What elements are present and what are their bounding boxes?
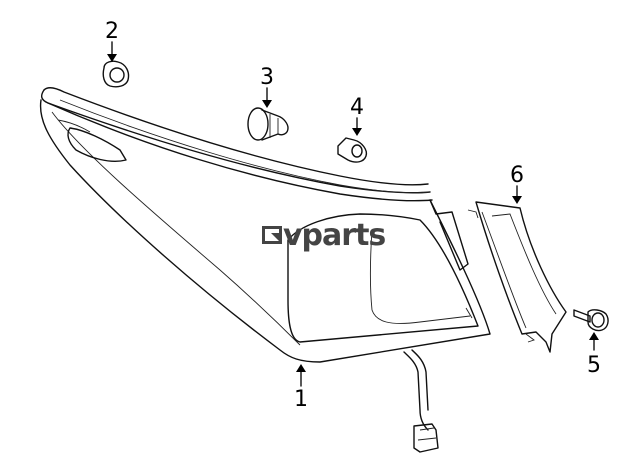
leader-arrow-1 bbox=[296, 364, 306, 387]
leader-arrow-6 bbox=[512, 185, 522, 204]
nut-part bbox=[102, 60, 130, 88]
push-clip-part bbox=[247, 107, 289, 141]
callout-5: 5 bbox=[587, 353, 601, 378]
callout-3: 3 bbox=[260, 65, 274, 90]
callout-4: 4 bbox=[350, 95, 364, 120]
leader-arrow-3 bbox=[262, 87, 272, 108]
leader-arrow-4 bbox=[352, 117, 362, 136]
grommet-part bbox=[337, 137, 368, 163]
tail-lamp-assembly bbox=[39, 87, 491, 453]
leader-arrow-5 bbox=[589, 332, 599, 351]
leader-arrow-2 bbox=[107, 41, 117, 62]
bracket-part bbox=[467, 201, 567, 353]
callout-6: 6 bbox=[510, 163, 524, 188]
callout-1: 1 bbox=[294, 387, 308, 412]
watermark-text: vparts bbox=[283, 218, 385, 253]
callout-2: 2 bbox=[105, 19, 119, 44]
bolt-part bbox=[573, 309, 609, 332]
watermark-logo: vparts bbox=[262, 218, 386, 253]
